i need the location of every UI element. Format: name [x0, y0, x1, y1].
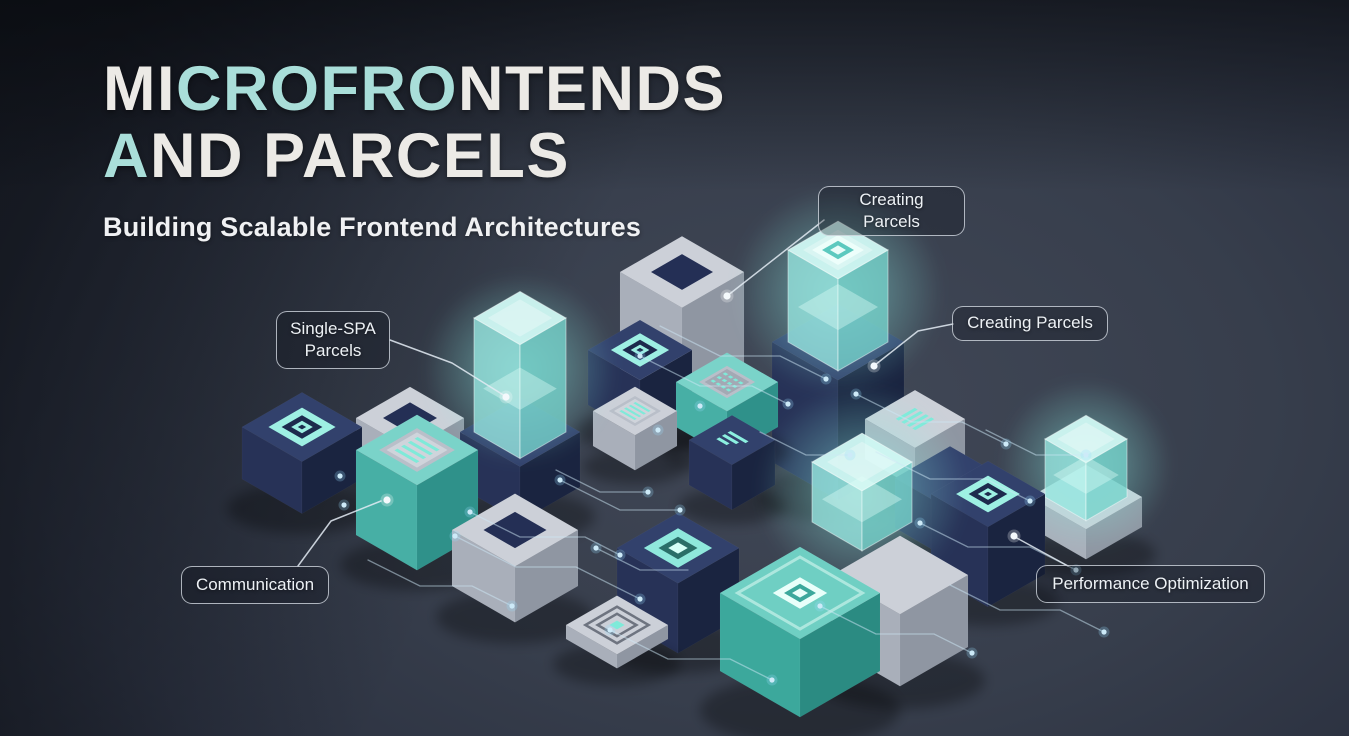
circuit-trace [819, 605, 973, 654]
circuit-trace [659, 325, 827, 380]
callout-line-creating-parcels-top [726, 219, 825, 297]
circuit-trace [559, 479, 681, 511]
circuit-trace [875, 451, 1031, 502]
circuit-trace [555, 469, 649, 493]
glass-cube-mid [757, 384, 967, 594]
callout-line-creating-parcels-right [874, 323, 954, 366]
callout-dot [502, 393, 510, 401]
callout-creating-parcels-top: Creating Parcels [818, 186, 965, 237]
callout-line-performance-optimization [1014, 536, 1069, 567]
callout-communication: Communication [181, 566, 329, 604]
glass-prism [423, 272, 617, 466]
circuit-trace [367, 559, 513, 607]
circuit-trace [609, 629, 773, 681]
callout-performance-optimization: Performance Optimization [1036, 565, 1265, 603]
circuit-traces [367, 325, 1105, 681]
callout-single-spa-parcels: Single-SPA Parcels [276, 311, 390, 369]
callout-line-single-spa-parcels [389, 339, 506, 397]
circuit-dots [334, 350, 1110, 686]
circuit-trace [595, 547, 689, 571]
circuit-trace [759, 431, 851, 456]
circuit-trace [639, 355, 789, 405]
callout-dot [870, 362, 878, 370]
callout-dot [383, 496, 391, 504]
callout-dot [723, 292, 731, 300]
title-line1: MICROFRONTENDS [103, 54, 727, 124]
title-block: MICROFRONTENDS AND PARCELS Building Scal… [103, 56, 726, 243]
circuit-trace [855, 393, 1007, 445]
circuit-trace [469, 511, 621, 556]
callout-dot [1010, 532, 1018, 540]
gray-cube-lines [582, 386, 688, 485]
title-line2: AND PARCELS [103, 121, 570, 191]
circuit-trace [949, 584, 1105, 633]
circuit-trace [454, 535, 641, 600]
navy-cube-diamond-left [227, 392, 377, 534]
circuit-trace [985, 429, 1087, 456]
callout-creating-parcels-right: Creating Parcels [952, 306, 1108, 341]
gray-cube-front-left [436, 493, 594, 644]
callout-connectors [297, 219, 1069, 567]
callout-line-communication [297, 500, 382, 567]
subtitle: Building Scalable Frontend Architectures [103, 212, 642, 242]
